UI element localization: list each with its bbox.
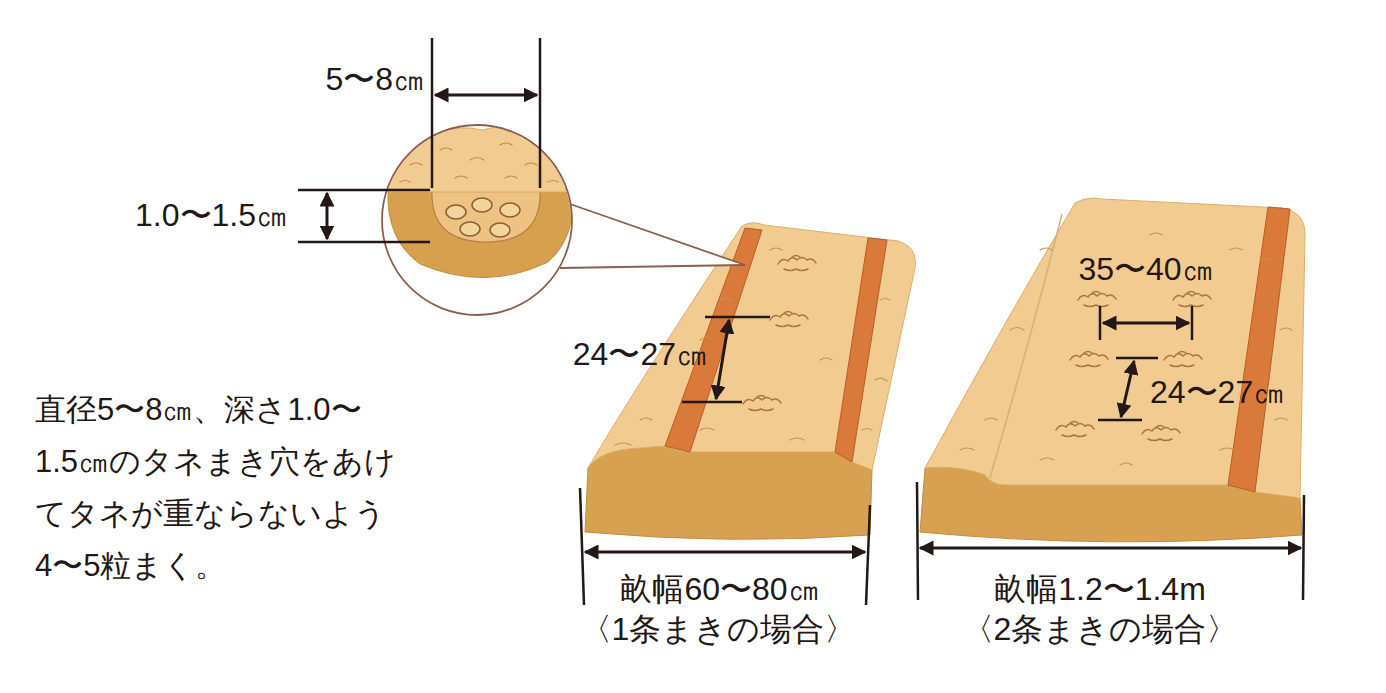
furrow-stripe [835,238,887,462]
magnified-hole [382,125,572,315]
bed-width-label: 畝幅1.2〜1.4m [994,572,1206,607]
soil-section [388,188,572,278]
dimension-label: 24〜27㎝ [1150,375,1285,410]
bed-slope-edge [990,214,1062,478]
caption: 〈1条まきの場合〉 [580,612,857,647]
seeds [446,198,520,237]
topsoil [387,127,572,192]
furrow-stripe [1228,207,1290,492]
dimension-label: 24〜27㎝ [573,337,708,372]
right-bed [920,198,1305,542]
dimension-lines [298,38,1304,605]
dimension-label: 1.0〜1.5㎝ [135,198,288,233]
instruction-note: 直径5〜8㎝、深さ1.0〜 1.5㎝のタネまき穴をあけ てタネが重ならないよう … [35,384,495,592]
left-bed [585,223,915,540]
caption: 〈2条まきの場合〉 [962,612,1239,647]
dimension-label: 5〜8㎝ [325,62,425,97]
soil-texture [615,233,1292,465]
dimension-label: 35〜40㎝ [1078,252,1213,287]
bed-width-label: 畝幅60〜80㎝ [620,572,819,607]
bed-front-face [585,446,872,539]
hole-interior [432,190,540,242]
bed-top [925,198,1305,498]
callout-pointer [560,204,745,268]
